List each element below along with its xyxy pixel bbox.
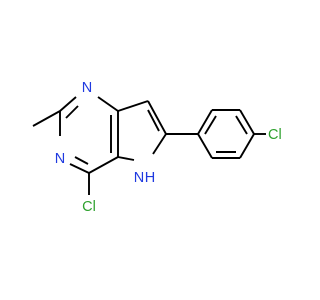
bond-c6-nh: [152, 133, 167, 155]
atom-label-nh-n: N: [134, 170, 144, 186]
bond-ph-6: [197, 133, 213, 159]
atom-label-n3: N: [55, 151, 65, 167]
bond-c7-c6: [147, 100, 167, 135]
bond-ph-1: [197, 109, 213, 135]
molecule-structure: N N N H Cl Cl: [32, 80, 282, 215]
bond-n1-c7a: [97, 96, 119, 112]
bond-nh-c4a: [117, 156, 135, 161]
bond-methyl: [32, 110, 61, 127]
atom-label-cl-ring: Cl: [82, 199, 96, 215]
bond-ph-3-inner: [235, 115, 248, 135]
bond-c2-n1-inner: [65, 105, 79, 119]
bond-c7a-c7: [117, 100, 149, 112]
bond-ph-3: [239, 109, 255, 135]
bond-c4-n3-inner: [74, 156, 89, 165]
bond-c4-n3: [69, 163, 90, 174]
structure-canvas: N N N H Cl Cl: [32, 80, 282, 215]
atom-labels: N N N H Cl Cl: [55, 80, 282, 215]
bond-c4a-c4: [88, 156, 119, 174]
atom-label-nh-h: H: [145, 170, 155, 186]
bond-c7-c6-inner: [147, 109, 160, 132]
bond-ph-4: [239, 133, 255, 159]
atom-label-cl-phenyl: Cl: [268, 127, 282, 143]
atom-label-n1: N: [82, 80, 92, 96]
bond-ph-1-inner: [204, 115, 217, 135]
bond-c2-n1: [59, 96, 77, 112]
bonds: [32, 96, 266, 195]
